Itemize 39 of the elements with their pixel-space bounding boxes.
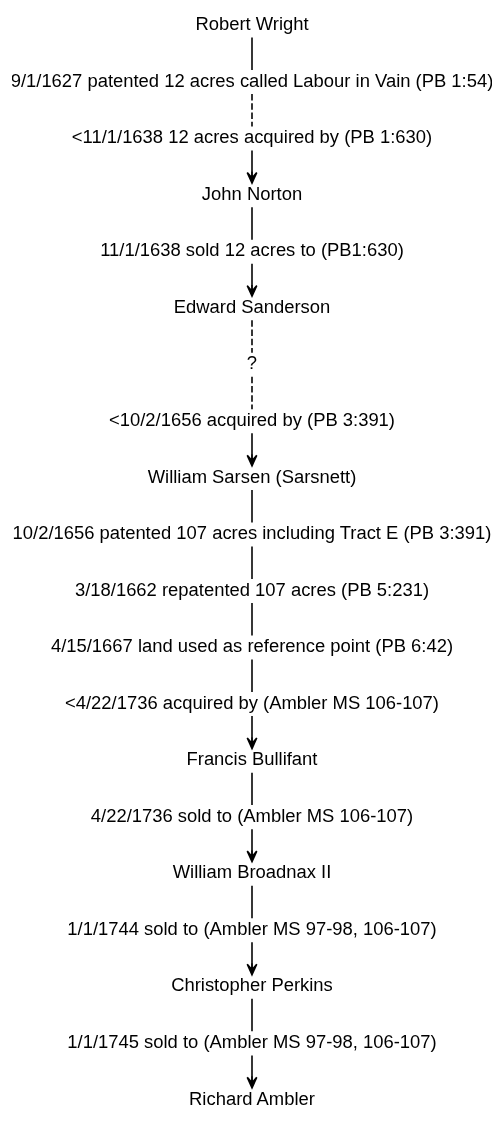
arrow [246, 941, 258, 976]
arrow [246, 1054, 258, 1089]
connector [251, 93, 253, 128]
node-text: <10/2/1656 acquired by (PB 3:391) [108, 409, 396, 430]
node-text: Edward Sanderson [173, 295, 331, 317]
connector [251, 884, 253, 919]
node-text: 4/15/1667 land used as reference point (PB 6:42) [50, 635, 454, 657]
connector [251, 376, 253, 411]
connector [251, 658, 253, 693]
node-text: <11/1/1638 12 acres acquired by (PB 1:630) [71, 126, 433, 148]
node-text: <4/22/1736 acquired by (Ambler MS 106-107) [65, 691, 439, 713]
arrow [246, 149, 258, 184]
node-text: 11/1/1638 sold 12 acres to (PB1:630) [100, 239, 404, 261]
node-text: John Norton [201, 182, 303, 204]
connector [251, 998, 253, 1033]
node-text: William Broadnax II [172, 861, 332, 883]
node-text: 4/22/1736 sold to (Ambler MS 106-107) [90, 804, 414, 826]
arrow [246, 432, 258, 467]
node-text: Richard Ambler [189, 1087, 315, 1109]
node-text: 9/1/1627 patented 12 acres called Labour in Vain (PB 1:54) [10, 69, 494, 91]
connector [251, 206, 253, 241]
node-text: ? [246, 352, 258, 374]
connector [251, 36, 253, 71]
connector [251, 545, 253, 580]
node-text: Christopher Perkins [171, 974, 333, 996]
connector [251, 319, 253, 354]
arrow [246, 262, 258, 297]
arrow [246, 828, 258, 863]
node-text: 1/1/1745 sold to (Ambler MS 97-98, 106-107) [67, 1031, 437, 1053]
node-text: 3/18/1662 repatented 107 acres (PB 5:231) [74, 578, 430, 600]
node-text: 1/1/1744 sold to (Ambler MS 97-98, 106-107) [67, 917, 437, 939]
connector [251, 602, 253, 637]
connector [251, 771, 253, 806]
node-text: 10/2/1656 patented 107 acres including Tract E (PB 3:391) [12, 522, 492, 544]
connector [251, 489, 253, 524]
node-text: Francis Bullifant [186, 748, 318, 770]
arrow [246, 715, 258, 750]
node-text: William Sarsen (Sarsnett) [147, 465, 357, 487]
node-text: Robert Wright [195, 13, 309, 35]
